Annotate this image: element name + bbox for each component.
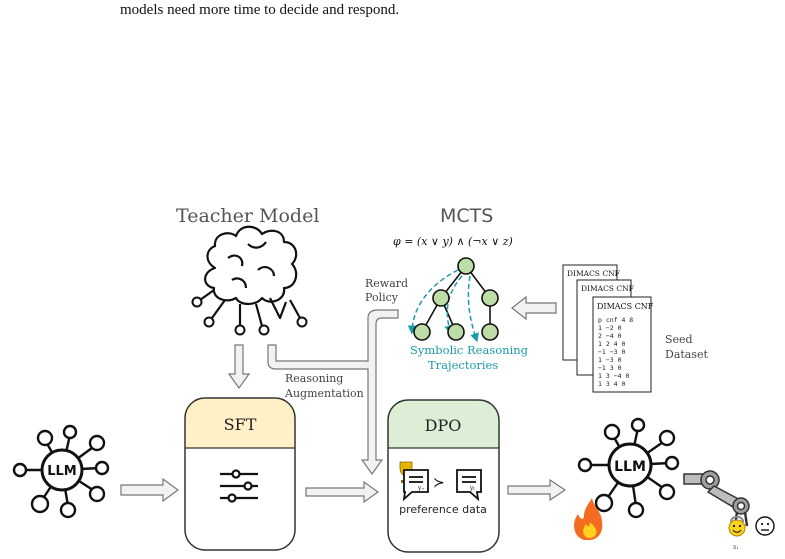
mcts-leaf-node [481,323,499,341]
arrow-llm-to-sft [120,477,180,503]
policy-label: Policy [365,291,399,304]
y-minus-label: yₗ [469,485,475,492]
compare-symbol: ≻ [433,475,445,491]
sliders-icon [220,469,258,503]
mcts-tree [407,257,499,343]
arrow-seed-to-mcts [511,295,557,321]
arrow-teacher-to-sft [227,344,251,390]
arrow-sft-to-dpo [305,480,380,504]
robot-arm-icon [683,470,750,527]
chat-bubble-chosen-icon [402,469,429,502]
brain-circuit-nodes [191,296,308,336]
mcts-formula: φ = (x ∨ y) ∧ (¬x ∨ z) [393,235,513,248]
y-plus-label: y₊ [417,485,425,492]
mcts-leaf-node [447,323,465,341]
arrow-dpo-to-llm [507,478,567,502]
cnf-row: p cnf 4 8 [598,316,633,324]
trajectories-line1: Symbolic Reasoning [410,343,529,357]
cnf-row: 1 3 −4 0 [598,372,629,380]
top-caption-text: models need more time to decide and resp… [120,2,400,18]
cnf-row: 1 3 4 0 [598,380,625,388]
mcts-node [481,289,499,307]
mcts-leaf-node [413,323,431,341]
cnf-row: 2 −4 0 [598,332,622,340]
augmentation-label: Augmentation [284,387,364,400]
dpo-box: DPO [387,399,500,553]
doc-title: DIMACS CNF [597,302,654,311]
llm-left-label: LLM [47,464,77,479]
doc-title: DIMACS CNF [567,269,620,278]
doc-title: DIMACS CNF [581,284,634,293]
fire-icon [574,498,603,540]
llm-right-label: LLM [614,459,646,475]
seed-dataset-docs: DIMACS CNF DIMACS CNF DIMACS CNF p cnf 4… [562,264,654,393]
seed-label: Seed [665,333,693,346]
lock-smiley-icon [728,515,746,537]
mcts-label: MCTS [440,205,493,227]
cnf-row: 1 −2 0 [598,324,622,332]
llm-network-right-icon [577,417,680,519]
robot-subscript: x₁ [733,544,739,551]
reward-label: Reward [365,277,408,290]
dpo-title: DPO [425,416,462,435]
dataset-label: Dataset [665,348,709,361]
cnf-row: −1 −3 0 [598,348,625,356]
arrow-augmentation-to-dpo [267,309,399,476]
cnf-row: 1 2 4 0 [598,340,625,348]
smiley-face-icon [755,516,775,536]
cnf-row: 1 −3 0 [598,356,622,364]
llm-network-left-icon [12,424,110,519]
preference-data-label: preference data [399,503,487,516]
chat-bubble-rejected-icon [456,469,482,502]
trajectories-line2: Trajectories [428,358,498,372]
brain-cloud-icon [199,225,301,327]
sft-box: SFT [184,397,296,551]
teacher-model-label: Teacher Model [176,205,319,227]
mcts-node [432,289,450,307]
reasoning-label: Reasoning [285,372,343,385]
cnf-row: −1 3 0 [598,364,622,372]
mcts-root-node [457,257,475,275]
sft-title: SFT [224,415,257,434]
